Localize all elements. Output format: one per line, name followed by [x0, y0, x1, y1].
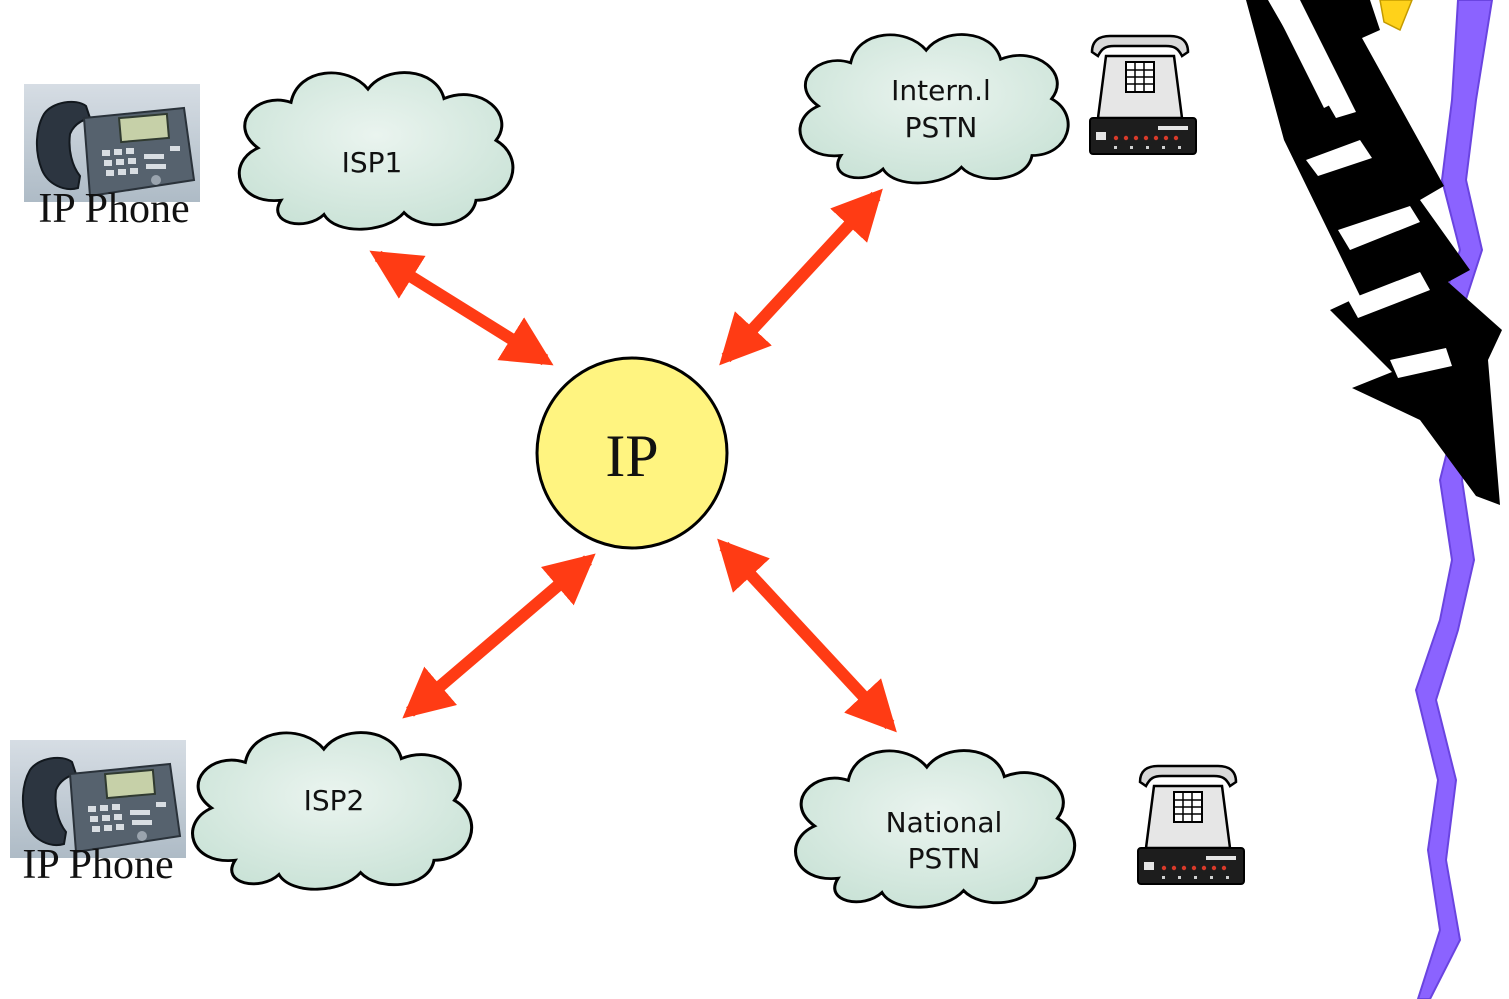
ip-phone-bottom-label: IP Phone	[22, 842, 173, 888]
ip-phone-icon	[9, 739, 187, 859]
cloud-isp1-label: ISP1	[342, 146, 403, 179]
arrow-hub-national-pstn	[717, 538, 897, 733]
desk-telephone-icon	[1088, 34, 1198, 156]
arrow-hub-intl-pstn	[719, 188, 883, 366]
arrow-hub-isp1	[369, 250, 554, 366]
ip-hub-circle	[535, 356, 729, 550]
ip-phone-top-label: IP Phone	[38, 186, 189, 232]
cloud-intl-pstn-label-line1: Intern.l	[891, 74, 991, 107]
ip-hub-label: IP	[605, 423, 658, 489]
purple-zigzag-decoration	[1414, 0, 1494, 999]
ip-phone-icon	[23, 83, 201, 203]
cloud-national-pstn-label-line2: PSTN	[908, 842, 981, 875]
cloud-national-pstn-label-line1: National	[886, 806, 1003, 839]
yellow-accent-decoration	[1379, 0, 1413, 32]
black-ladder-decoration	[1246, 0, 1502, 505]
decoration-graphic	[1246, 0, 1502, 999]
ladder-rungs-decoration	[1280, 18, 1452, 378]
arrow-hub-isp2	[402, 553, 596, 719]
connection-arrows	[369, 188, 897, 733]
cloud-isp2-label: ISP2	[304, 784, 365, 817]
cloud-intl-pstn	[798, 33, 1070, 185]
cloud-intl-pstn-label-line2: PSTN	[905, 111, 978, 144]
desk-telephone-icon	[1136, 764, 1246, 886]
